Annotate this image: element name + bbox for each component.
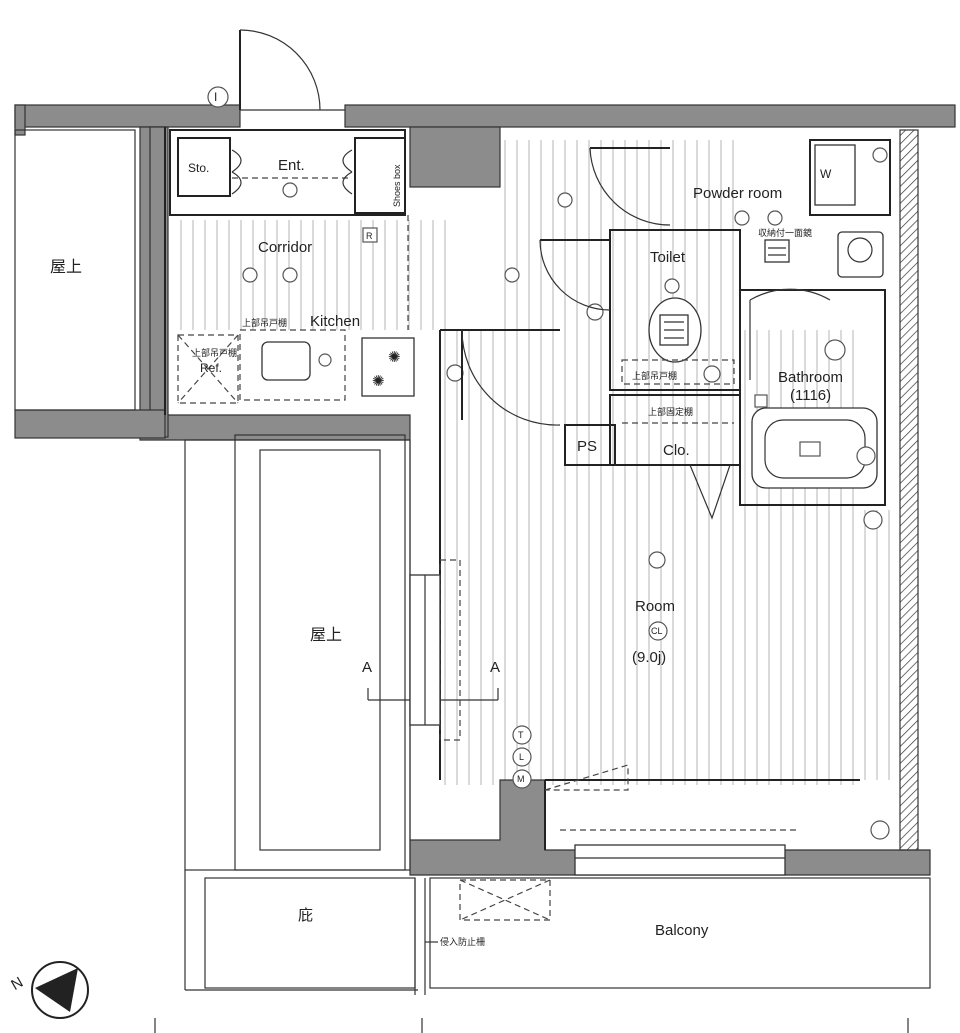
stove-burner-1: ✺ (388, 349, 401, 366)
kitchen-sink (261, 341, 311, 381)
walls (14, 104, 956, 876)
closet-shelf-note: 上部固定棚 (648, 406, 693, 417)
corridor-label: Corridor (258, 239, 312, 256)
remote-label: R (366, 231, 373, 241)
tv-outlet-icon (512, 725, 532, 745)
window-left-rail (439, 559, 461, 741)
wash-basin (837, 231, 884, 278)
bathroom-label: Bathroom (778, 369, 843, 386)
balcony-area (429, 877, 931, 989)
section-marker-left: A (362, 659, 372, 676)
storage-mirror-note: 収納付一面鏡 (758, 227, 812, 238)
room-door[interactable] (461, 329, 561, 426)
kitchen-upper-cabinet (239, 329, 346, 401)
section-marker-right: A (490, 659, 500, 676)
toilet-light-icon (664, 278, 680, 294)
shoes-box-label: Shoes box (392, 164, 402, 207)
rooftop-left-area (14, 129, 136, 411)
corridor-light-icon-2 (282, 267, 298, 283)
powder-light-icon-2 (767, 210, 783, 226)
entrance-label: Ent. (278, 157, 305, 174)
washer-space (814, 144, 856, 206)
multimedia-outlet-icon (512, 769, 532, 789)
washer-label: W (820, 167, 832, 181)
aircon-area (544, 764, 629, 791)
sink-drain-icon (318, 353, 332, 367)
powder-light-icon-1 (734, 210, 750, 226)
balcony-label: Balcony (655, 922, 709, 939)
garden-label: 庇 (298, 907, 313, 924)
stove (361, 337, 415, 397)
room-outlet-icon-2 (870, 820, 890, 840)
bathtub-tap-icon (856, 446, 876, 466)
remote-icon (362, 227, 378, 243)
vanity (764, 239, 790, 263)
storage-box (177, 137, 231, 197)
bathroom-size: (1116) (790, 387, 831, 404)
upper-door[interactable] (539, 239, 611, 311)
refrigerator-space (177, 334, 239, 404)
intercom-label: I (214, 90, 217, 104)
entrance-door[interactable] (239, 29, 345, 111)
room-light-icon (648, 551, 666, 569)
stove-burner-2: ✺ (372, 373, 385, 390)
pipe-space-label: PS (577, 438, 597, 455)
rooftop-left-label: 屋上 (50, 258, 82, 276)
balcony-window[interactable] (574, 844, 786, 876)
intercom-icon (207, 86, 229, 108)
shoes-box (354, 137, 406, 214)
entrance-light-icon (282, 182, 298, 198)
aircon-outdoor-unit (459, 879, 551, 921)
lan-outlet-icon (512, 747, 532, 767)
toilet-cabinet-note: 上部吊戸棚 (632, 370, 677, 381)
room-size: (9.0j) (632, 649, 666, 666)
toilet-label: Toilet (650, 249, 686, 266)
upper-floor-hatch (500, 140, 740, 330)
outlet-icon-2 (446, 364, 464, 382)
powder-room-label: Powder room (693, 185, 782, 202)
closet-label: Clo. (663, 442, 690, 459)
kitchen-cabinet-note: 上部吊戸棚 (242, 317, 287, 328)
bathroom-remote-icon (754, 394, 768, 408)
powder-door[interactable] (589, 147, 671, 226)
ceiling-light-label: CL (651, 626, 663, 636)
fence-note: 侵入防止柵 (440, 936, 485, 947)
closet-door[interactable] (689, 464, 731, 520)
garden-area (204, 877, 416, 989)
storage-label: Sto. (188, 161, 209, 175)
ref-cabinet-note: 上部吊戸棚 (192, 347, 237, 358)
window-strip-hatch (855, 510, 895, 780)
compass-label: N (8, 974, 26, 994)
room-outlet-icon-1 (863, 510, 883, 530)
toilet-upper-cabinet (621, 359, 735, 385)
refrigerator-label: Ref. (200, 361, 222, 375)
ceiling-light-icon (648, 621, 668, 641)
outlet-icon-1 (586, 303, 604, 321)
rooftop-center-inner (234, 434, 406, 871)
bathroom-door[interactable] (749, 288, 831, 380)
bathtub-drain-icon (799, 441, 821, 457)
toilet-outlet-icon (703, 365, 721, 383)
washer-tap-icon (872, 147, 888, 163)
upper-light-icon-1 (504, 267, 520, 283)
multimedia-outlet-label: M (517, 774, 525, 784)
corridor-floor-hatch (180, 220, 450, 330)
tv-outlet-label: T (518, 730, 524, 740)
upper-light-icon-2 (557, 192, 573, 208)
compass-icon (31, 961, 89, 1019)
rooftop-center-outer (184, 439, 411, 871)
bathroom-light-icon (824, 339, 846, 361)
rooftop-center-label: 屋上 (310, 626, 342, 644)
rooftop-center-core (259, 449, 381, 851)
kitchen-label: Kitchen (310, 313, 360, 330)
room-label: Room (635, 598, 675, 615)
lan-outlet-label: L (519, 752, 524, 762)
corridor-light-icon-1 (242, 267, 258, 283)
